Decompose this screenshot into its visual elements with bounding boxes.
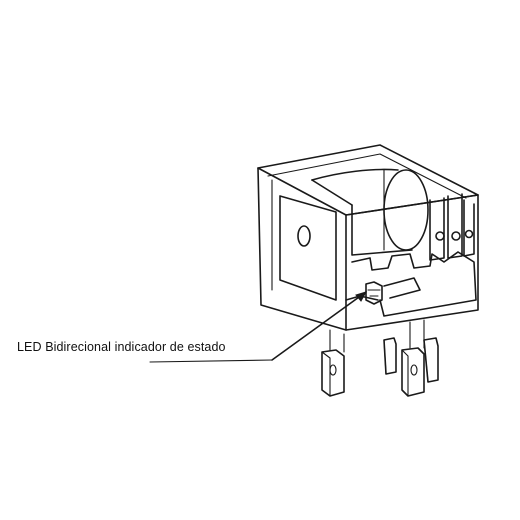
bidirectional-led — [365, 277, 421, 305]
relay-coil — [311, 168, 429, 256]
led-annotation-label: LED Bidirecional indicador de estado — [17, 340, 226, 354]
internal-terminals — [429, 193, 475, 261]
leader-line — [149, 291, 368, 363]
relay-housing — [257, 144, 479, 331]
spade-terminals — [321, 319, 439, 397]
side-window — [279, 195, 337, 301]
